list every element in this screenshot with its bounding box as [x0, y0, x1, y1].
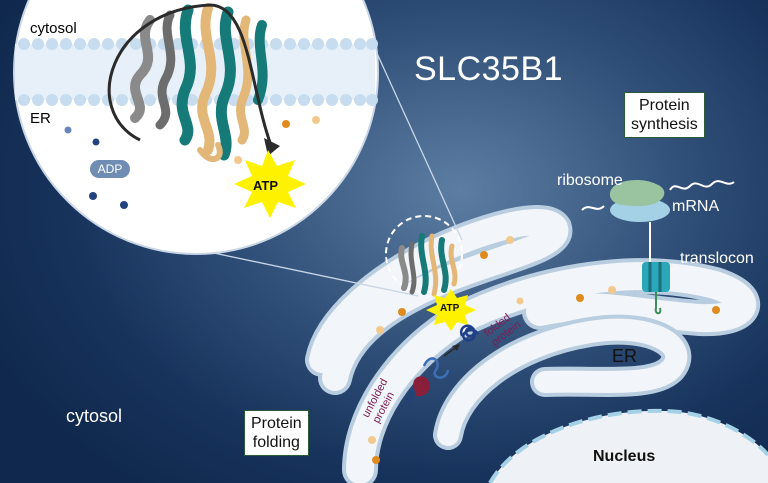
adp-pill: ADP — [90, 160, 130, 178]
cytosol-label: cytosol — [66, 406, 123, 426]
slc35b1-transporter-inset — [130, 3, 268, 162]
nucleus — [488, 408, 768, 483]
ribosome-label: ribosome — [557, 172, 623, 189]
folded-protein-knot — [459, 324, 480, 342]
transport-path-arrow — [107, 3, 274, 149]
atp-star-main — [426, 289, 476, 331]
protein-folding-line2: folding — [252, 434, 300, 451]
er-lumen-molecules — [368, 236, 720, 464]
inset-cytosol-label: cytosol — [30, 20, 77, 37]
er-label: ER — [612, 346, 638, 366]
protein-folding-box: Protein folding — [244, 410, 309, 456]
protein-synthesis-box: Protein synthesis — [624, 92, 705, 138]
bip-chaperone — [413, 376, 430, 397]
slc35b1-transporter — [385, 215, 463, 297]
inset-membrane — [15, 38, 378, 106]
adp-label: ADP — [97, 162, 123, 176]
protein-synthesis-line1: Protein — [639, 97, 690, 114]
atp-label-main: ATP — [440, 303, 460, 314]
protein-folding-process — [413, 324, 480, 397]
atp-label-inset: ATP — [253, 178, 279, 193]
atp-star-inset — [234, 150, 306, 218]
page-title: SLC35B1 — [414, 50, 564, 88]
ribosome — [609, 180, 670, 222]
inset-molecules — [64, 116, 320, 209]
protein-folding-line1: Protein — [251, 415, 302, 432]
inset-er-label: ER — [30, 110, 51, 127]
mrna-strand — [581, 180, 735, 211]
translocon-label: translocon — [680, 250, 754, 267]
mrna-label: mRNA — [672, 198, 720, 215]
translocon — [642, 262, 670, 315]
protein-synthesis-line2: synthesis — [631, 116, 698, 133]
zoom-lines — [189, 37, 463, 297]
inset-zoom-circle — [13, 0, 379, 255]
folding-arrowhead-icon — [452, 344, 460, 351]
er-membrane — [305, 204, 760, 483]
nucleus-label: Nucleus — [593, 448, 656, 465]
unfolded-protein-chain — [422, 357, 450, 379]
